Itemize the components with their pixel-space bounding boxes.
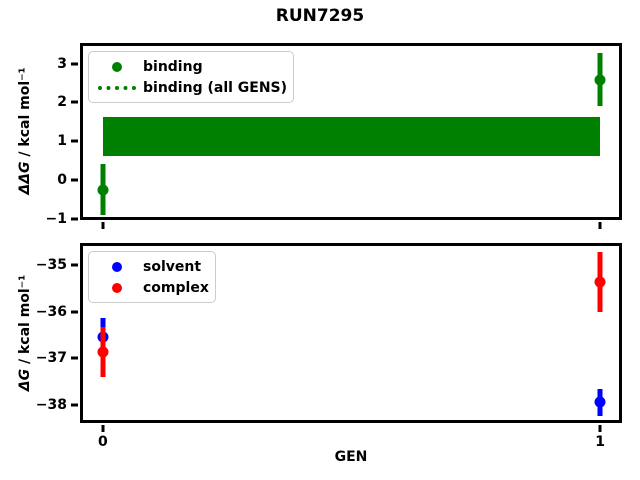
legend-label-binding: binding	[143, 58, 203, 75]
legend-label-complex: complex	[143, 279, 209, 296]
y-tick-label: 0	[57, 172, 67, 189]
x-tick	[598, 222, 602, 229]
data-point	[97, 346, 109, 358]
y-tick	[71, 403, 78, 407]
y-tick	[71, 356, 78, 360]
y-tick-label: 3	[57, 55, 67, 72]
dg-subplot: solvent complex −38 −37 −36 −35 0 1	[36, 243, 622, 449]
y-tick-label: −1	[45, 210, 67, 227]
dg-axis-label-units: / kcal mol⁻¹	[17, 274, 33, 369]
legend-item-binding: binding	[95, 57, 287, 76]
ddg-axis-label-units: / kcal mol⁻¹	[17, 67, 33, 162]
data-point	[97, 184, 109, 196]
y-tick	[71, 62, 78, 66]
binding-marker-icon	[95, 62, 139, 72]
x-tick-label: 0	[97, 434, 108, 450]
uncertainty-band	[102, 117, 601, 156]
y-tick	[71, 139, 78, 143]
dotted-line-icon	[95, 86, 139, 90]
legend-label-binding-all-gens: binding (all GENS)	[143, 79, 288, 96]
solvent-marker-icon	[95, 262, 139, 272]
legend-item-solvent: solvent	[95, 257, 209, 276]
ddg-legend: binding binding (all GENS)	[88, 51, 295, 103]
data-point	[594, 396, 606, 408]
y-tick	[71, 178, 78, 182]
legend-item-complex: complex	[95, 278, 209, 297]
legend-label-solvent: solvent	[143, 258, 202, 275]
y-tick	[71, 310, 78, 314]
legend-item-binding-all-gens: binding (all GENS)	[95, 78, 287, 97]
ddg-axis-label: ΔΔG / kcal mol⁻¹	[17, 67, 33, 194]
dg-axis-label: ΔG / kcal mol⁻¹	[17, 275, 33, 391]
figure-title: RUN7295	[275, 6, 365, 26]
y-tick-label: −36	[35, 303, 67, 320]
y-tick	[71, 217, 78, 221]
y-tick-label: 2	[57, 94, 67, 111]
data-point	[594, 276, 606, 288]
y-tick-label: −38	[35, 397, 67, 414]
y-tick-label: −37	[35, 350, 67, 367]
dg-legend: solvent complex	[88, 251, 216, 303]
ddg-axis-label-symbol: ΔΔG	[17, 161, 33, 195]
x-tick	[101, 222, 105, 229]
y-tick-label: 1	[57, 133, 67, 150]
x-axis-label: GEN	[334, 449, 368, 465]
x-tick	[101, 425, 105, 432]
y-tick	[71, 100, 78, 104]
ddg-subplot: binding binding (all GENS) −1 0 1 2 3	[46, 43, 622, 229]
y-tick	[71, 263, 78, 267]
y-tick-label: −35	[35, 256, 67, 273]
dg-axis-label-symbol: ΔG	[17, 368, 33, 392]
complex-marker-icon	[95, 283, 139, 293]
data-point	[594, 74, 606, 86]
x-tick-label: 1	[595, 434, 605, 450]
x-tick	[598, 425, 602, 432]
